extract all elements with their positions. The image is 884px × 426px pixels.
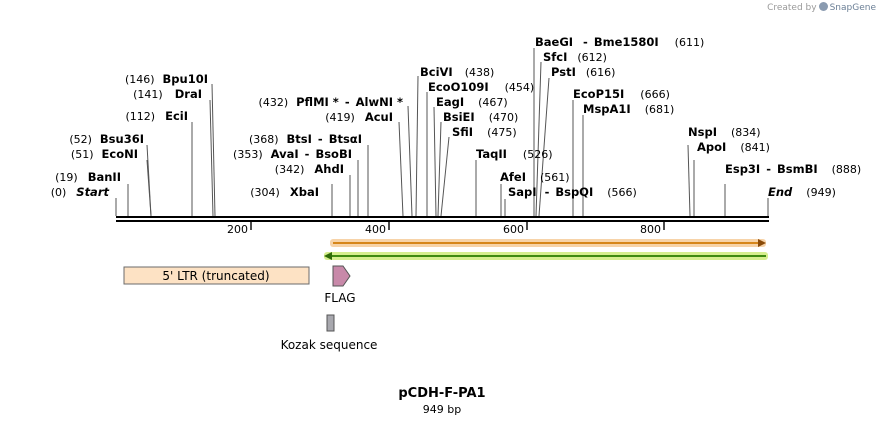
site-baegi: BaeGI-Bme1580I(611) <box>535 35 704 49</box>
site-ahdi: (342)AhdI <box>275 162 344 176</box>
ruler-label-400: 400 <box>365 223 386 236</box>
backbone <box>116 216 769 222</box>
site-mspa1i: MspA1I(681) <box>583 102 674 116</box>
site-line-bsu36i <box>146 144 152 217</box>
snapgene-credit: Created by SnapGene <box>767 2 876 13</box>
credit-prefix: Created by <box>767 3 817 13</box>
snapgene-logo-icon <box>818 2 828 11</box>
site-sfii: SfiI(475) <box>452 125 517 139</box>
site-sapi-bspqi: SapI-BspQI(566) <box>508 185 637 199</box>
ltr-feature-box <box>123 266 310 285</box>
site-psti: PstI(616) <box>551 65 615 79</box>
site-drai: (141)DraI <box>133 87 202 101</box>
site-banii: (19)BanII <box>55 170 121 184</box>
site-eagi: EagI(467) <box>436 95 508 109</box>
ruler-label-200: 200 <box>227 223 248 236</box>
credit-brand: SnapGene <box>829 3 876 13</box>
site-line-sfii <box>440 136 450 217</box>
site-end: End(949) <box>768 185 836 199</box>
site-apoi: ApoI(841) <box>697 140 770 154</box>
site-bsu36i: (52)Bsu36I <box>69 132 144 146</box>
site-bsiei: BsiEI(470) <box>443 110 518 124</box>
ruler-label-600: 600 <box>503 223 524 236</box>
site-line-psti <box>538 77 550 217</box>
site-line-bpu10i <box>211 83 216 217</box>
site-lines <box>115 48 769 217</box>
site-acui: (419)AcuI <box>325 110 393 124</box>
site-line-bcivi <box>415 75 419 217</box>
forward-feature-arrow <box>330 239 766 247</box>
site-line-nspi <box>687 144 691 217</box>
ltr-label: 5' LTR (truncated) <box>162 269 269 283</box>
site-econi: (51)EcoNI <box>71 147 138 161</box>
site-line-drai <box>209 99 214 217</box>
plasmid-title: pCDH-F-PA1 <box>398 386 486 401</box>
site-xbai: (304)XbaI <box>250 185 319 199</box>
site-ecoo109i: EcoO109I(454) <box>428 80 534 94</box>
site-line-sfci <box>535 61 542 217</box>
site-line-eagi <box>433 106 437 217</box>
site-pflmi-alwni: (432)PflMI *-AlwNI * <box>259 95 403 109</box>
flag-feature-arrow <box>332 265 351 287</box>
reverse-feature-arrow <box>324 252 768 260</box>
site-avai-bsobi: (353)AvaI-BsoBI <box>233 147 352 161</box>
site-btsi: (368)BtsI-BtsαI <box>249 132 362 146</box>
site-line-pflmi <box>407 105 413 217</box>
site-line-acui <box>398 121 404 217</box>
ruler-label-800: 800 <box>640 223 661 236</box>
site-start: (0)Start <box>51 185 110 199</box>
site-ecop15i: EcoP15I(666) <box>573 87 670 101</box>
site-line-bsiei <box>437 121 442 217</box>
site-bpu10i: (146)Bpu10I <box>125 72 208 86</box>
site-afei: AfeI(561) <box>500 170 570 184</box>
site-bcivi: BciVI(438) <box>420 65 494 79</box>
ruler: 200 400 600 800 <box>227 222 665 236</box>
site-labels: BaeGI-Bme1580I(611) SfcI(612) PstI(616) … <box>51 35 862 199</box>
site-nspi: NspI(834) <box>688 125 761 139</box>
site-taqii: TaqII(526) <box>476 147 553 161</box>
site-sfci: SfcI(612) <box>543 50 607 64</box>
kozak-label: Kozak sequence <box>281 338 378 352</box>
site-esp3i-bsmbi: Esp3I-BsmBI(888) <box>725 162 861 176</box>
kozak-feature-box <box>326 314 335 332</box>
flag-label: FLAG <box>324 291 355 305</box>
site-ecii: (112)EciI <box>126 109 189 123</box>
plasmid-length: 949 bp <box>422 403 462 416</box>
